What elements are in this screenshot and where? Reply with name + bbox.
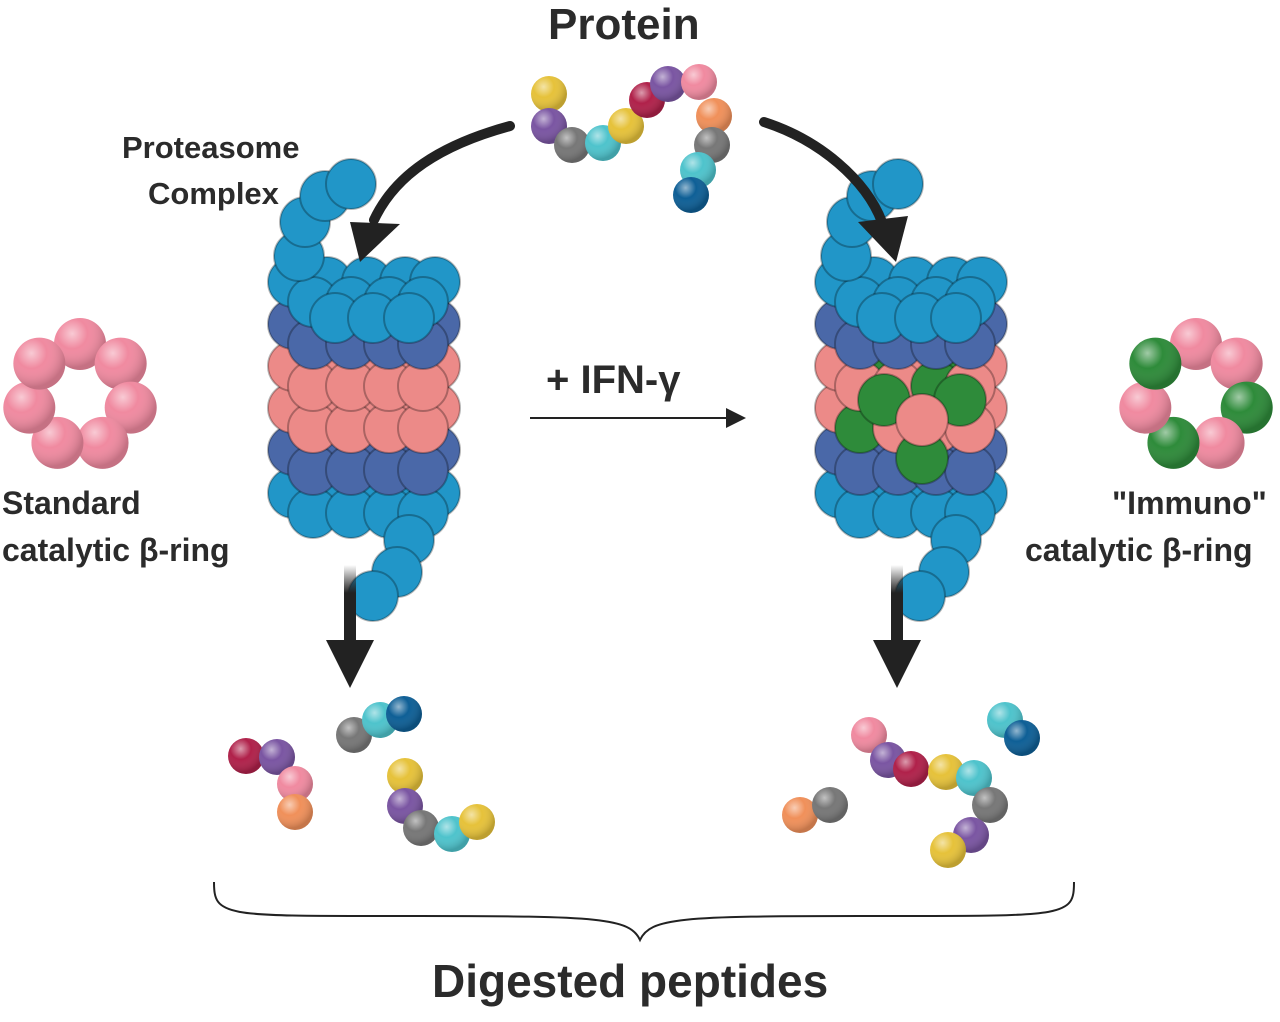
down-arrow-right-shaft: [891, 565, 903, 645]
amino-acid-bead: [696, 98, 732, 134]
peptide-bead: [893, 751, 929, 787]
immunoproteasome: [814, 158, 1008, 622]
ring-subunit: [1170, 318, 1222, 370]
proteasome-label-line2: Complex: [148, 176, 279, 211]
standard-proteasome: [267, 158, 461, 622]
peptide-bead: [930, 832, 966, 868]
down-arrow-left-shaft: [344, 565, 356, 645]
peptide-bead: [403, 810, 439, 846]
ring-subunit: [76, 416, 129, 469]
digested-peptides-label: Digested peptides: [432, 955, 829, 1007]
peptide-bead: [972, 787, 1008, 823]
ring-subunit: [1220, 381, 1273, 434]
proteasome-subunit: [930, 292, 982, 344]
proteasome-subunit: [872, 158, 924, 210]
ring-subunit: [1119, 381, 1172, 434]
peptide-bead: [277, 766, 313, 802]
ifn-gamma-label: + IFN-γ: [546, 358, 681, 402]
peptide-bead: [386, 696, 422, 732]
amino-acid-bead: [673, 177, 709, 213]
proteasome-subunit: [325, 158, 377, 210]
peptide-bead: [956, 760, 992, 796]
down-arrow-left-head: [326, 640, 374, 688]
arrow-left-head: [350, 222, 400, 262]
amino-acid-bead: [681, 64, 717, 100]
peptide-bead: [277, 794, 313, 830]
arrow-left-curve: [369, 121, 515, 225]
peptide-bead: [459, 804, 495, 840]
arrow-right-curve: [759, 117, 887, 227]
protein-chain: [531, 64, 732, 213]
amino-acid-bead: [608, 108, 644, 144]
peptide-bead: [851, 717, 887, 753]
ring-subunit: [54, 318, 106, 370]
amino-acid-bead: [554, 127, 590, 163]
ring-subunit: [31, 416, 84, 469]
ring-subunit: [1129, 337, 1182, 390]
peptide-bead: [228, 738, 264, 774]
ring-subunit: [3, 381, 56, 434]
ring-subunit: [1147, 416, 1200, 469]
peptide-bead: [1004, 720, 1040, 756]
standard-ring-label-line1: Standard: [2, 485, 141, 521]
immuno-ring-label-line1: "Immuno": [1112, 485, 1267, 521]
peptides-brace: [213, 881, 1075, 943]
standard-ring-label-line2: catalytic β-ring: [2, 532, 230, 568]
peptide-bead: [812, 787, 848, 823]
down-arrow-right-head: [873, 640, 921, 688]
ring-subunit: [1210, 337, 1263, 390]
peptide-bead: [336, 717, 372, 753]
peptide-bead: [928, 754, 964, 790]
ring-subunit: [94, 337, 147, 390]
ring-subunit: [1192, 416, 1245, 469]
amino-acid-bead: [650, 66, 686, 102]
ring-subunit: [104, 381, 157, 434]
arrow-right-head: [858, 216, 908, 262]
catalytic-rings: [3, 318, 1273, 469]
ring-subunit: [13, 337, 66, 390]
proteasome-label-line1: Proteasome: [122, 130, 300, 165]
immuno-ring-label-line2: catalytic β-ring: [1025, 532, 1253, 568]
proteasome-subunit: [895, 393, 949, 447]
immuno-catalytic-ring: [1119, 318, 1273, 469]
protein-title: Protein: [548, 0, 700, 49]
peptide-bead: [259, 739, 295, 775]
arrows: [213, 117, 1075, 943]
peptide-bead: [387, 758, 423, 794]
standard-catalytic-ring: [3, 318, 157, 469]
proteasome-subunit: [383, 292, 435, 344]
digested-peptides: [228, 696, 1040, 868]
amino-acid-bead: [531, 76, 567, 112]
peptide-bead: [782, 797, 818, 833]
proteasomes: [267, 158, 1008, 622]
